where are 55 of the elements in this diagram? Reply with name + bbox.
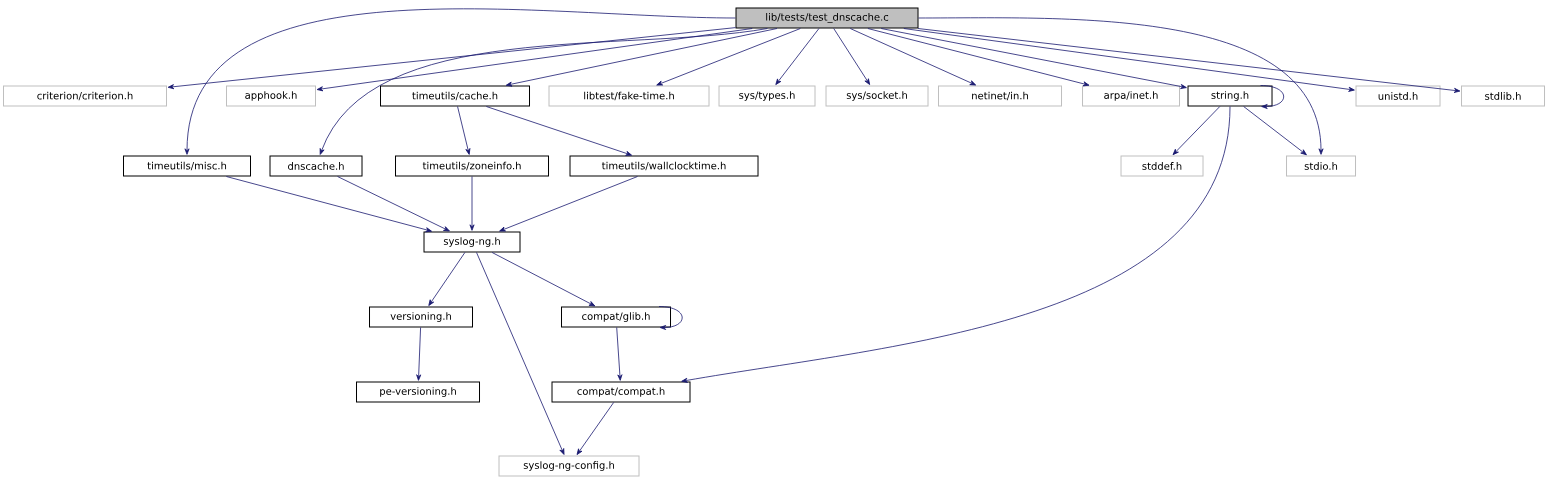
file-box: timeutils/misc.h bbox=[123, 155, 251, 177]
file-box: stdio.h bbox=[1286, 155, 1356, 177]
arrow bbox=[867, 28, 1090, 87]
file-box: stdlib.h bbox=[1461, 85, 1545, 107]
arrow bbox=[849, 28, 977, 86]
file-box: syslog-ng-config.h bbox=[498, 455, 640, 477]
arrow bbox=[316, 28, 753, 92]
file-box: compat/compat.h bbox=[551, 381, 691, 403]
arrow bbox=[184, 8, 736, 155]
file-box: stddef.h bbox=[1120, 155, 1204, 177]
file-box: netinet/in.h bbox=[938, 85, 1062, 107]
file-box: compat/glib.h bbox=[561, 306, 671, 328]
arrow bbox=[457, 106, 471, 155]
file-box: timeutils/cache.h bbox=[380, 85, 530, 107]
arrow bbox=[416, 327, 422, 381]
file-box: versioning.h bbox=[369, 306, 473, 328]
arrow bbox=[428, 252, 466, 306]
arrow bbox=[1172, 106, 1221, 156]
file-box: criterion/criterion.h bbox=[3, 85, 167, 107]
file-box: lib/tests/test_dnscache.c bbox=[735, 7, 919, 29]
arrow bbox=[880, 28, 1187, 89]
file-box: apphook.h bbox=[226, 85, 316, 107]
file-box: timeutils/wallclocktime.h bbox=[569, 155, 759, 177]
file-box: syslog-ng.h bbox=[423, 231, 521, 253]
arrow bbox=[681, 106, 1231, 383]
arrow bbox=[491, 252, 596, 307]
arrow bbox=[485, 106, 632, 156]
arrow bbox=[903, 28, 1355, 92]
arrow bbox=[505, 28, 778, 87]
arrow bbox=[225, 176, 432, 233]
arrow bbox=[476, 252, 565, 455]
arrow bbox=[576, 402, 615, 455]
file-box: arpa/inet.h bbox=[1082, 85, 1180, 107]
file-box: sys/types.h bbox=[718, 85, 816, 107]
file-box: sys/socket.h bbox=[825, 85, 929, 107]
file-box: string.h bbox=[1187, 85, 1273, 107]
arrow bbox=[499, 176, 638, 232]
file-box: libtest/fake-time.h bbox=[548, 85, 710, 107]
arrow bbox=[1260, 85, 1285, 109]
arrow bbox=[656, 28, 801, 86]
arrow bbox=[917, 28, 1461, 93]
file-box: pe-versioning.h bbox=[356, 381, 480, 403]
arrow bbox=[775, 28, 820, 85]
arrow bbox=[918, 17, 1324, 155]
arrow bbox=[658, 306, 683, 330]
file-box: timeutils/zoneinfo.h bbox=[395, 155, 549, 177]
arrow bbox=[469, 176, 475, 231]
file-box: unistd.h bbox=[1355, 85, 1441, 107]
arrow bbox=[833, 28, 871, 85]
arrow bbox=[616, 327, 623, 381]
arrow bbox=[1243, 106, 1307, 156]
file-box: dnscache.h bbox=[269, 155, 363, 177]
arrow bbox=[319, 28, 768, 155]
arrow bbox=[337, 176, 450, 232]
arrow bbox=[167, 27, 736, 90]
